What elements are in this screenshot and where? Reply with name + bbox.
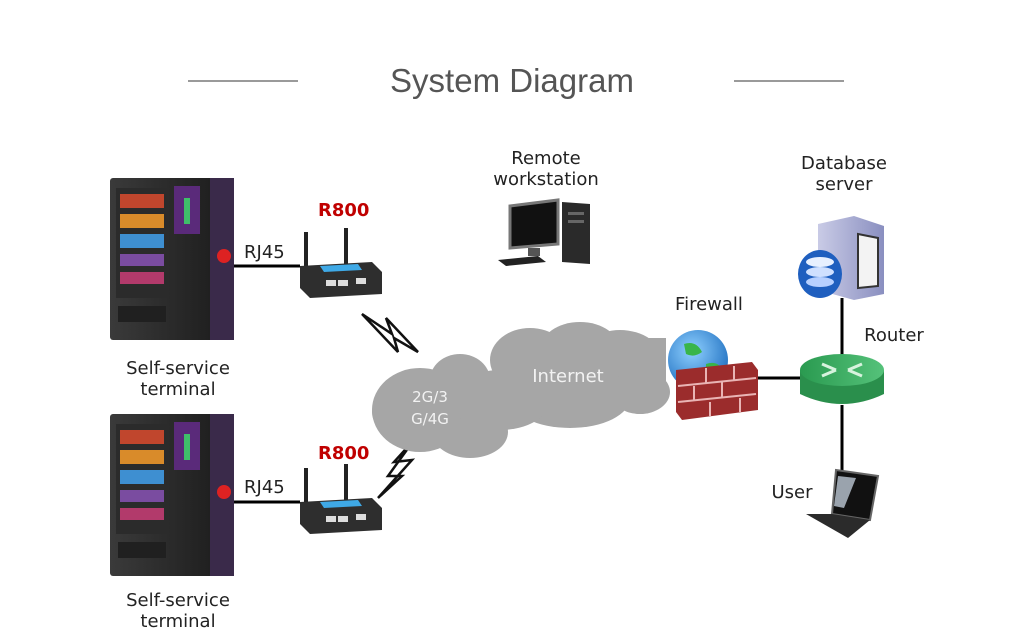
title-divider-left xyxy=(188,80,298,82)
user-label: User xyxy=(771,482,813,503)
rj45-label: RJ45 xyxy=(244,477,285,498)
title-divider-right xyxy=(734,80,844,82)
workstation-label-line1: Remote xyxy=(511,148,581,169)
wireless-signal-icon xyxy=(377,439,416,499)
mobile-network-label-line1: 2G/3 xyxy=(412,388,448,406)
workstation-icon xyxy=(498,198,590,266)
internet-cloud-icon xyxy=(372,322,670,458)
workstation-label-line2: workstation xyxy=(493,169,599,190)
title-row: System Diagram xyxy=(0,58,1024,104)
firewall-icon xyxy=(668,330,758,420)
vending-machine-icon xyxy=(110,414,234,576)
workstation-label: Remote workstation xyxy=(478,148,614,190)
router-model-label: R800 xyxy=(318,443,370,464)
router-label: Router xyxy=(864,325,924,346)
rj45-label: RJ45 xyxy=(244,242,285,263)
terminal-label-line2: terminal xyxy=(140,379,216,400)
terminal-label-line1: Self-service xyxy=(126,590,230,611)
page-title: System Diagram xyxy=(390,62,634,99)
mobile-network-label: 2G/3 G/4G xyxy=(410,386,450,430)
database-server-icon xyxy=(798,216,884,300)
terminal-label-line1: Self-service xyxy=(126,358,230,379)
terminal-label-line2: terminal xyxy=(140,611,216,632)
network-router-icon xyxy=(800,354,884,404)
terminal-label: Self-service terminal xyxy=(108,358,248,400)
database-server-label-line2: server xyxy=(815,174,873,195)
terminal-label: Self-service terminal xyxy=(108,590,248,632)
vending-machine-icon xyxy=(110,178,234,340)
laptop-icon xyxy=(806,468,880,538)
mobile-network-label-line2: G/4G xyxy=(411,410,449,428)
wireless-signal-icon xyxy=(361,312,419,354)
database-server-label: Database server xyxy=(786,153,902,195)
cellular-router-icon xyxy=(300,464,382,534)
database-server-label-line1: Database xyxy=(801,153,887,174)
firewall-label: Firewall xyxy=(675,294,743,315)
internet-label: Internet xyxy=(532,366,604,387)
cellular-router-icon xyxy=(300,228,382,298)
router-model-label: R800 xyxy=(318,200,370,221)
